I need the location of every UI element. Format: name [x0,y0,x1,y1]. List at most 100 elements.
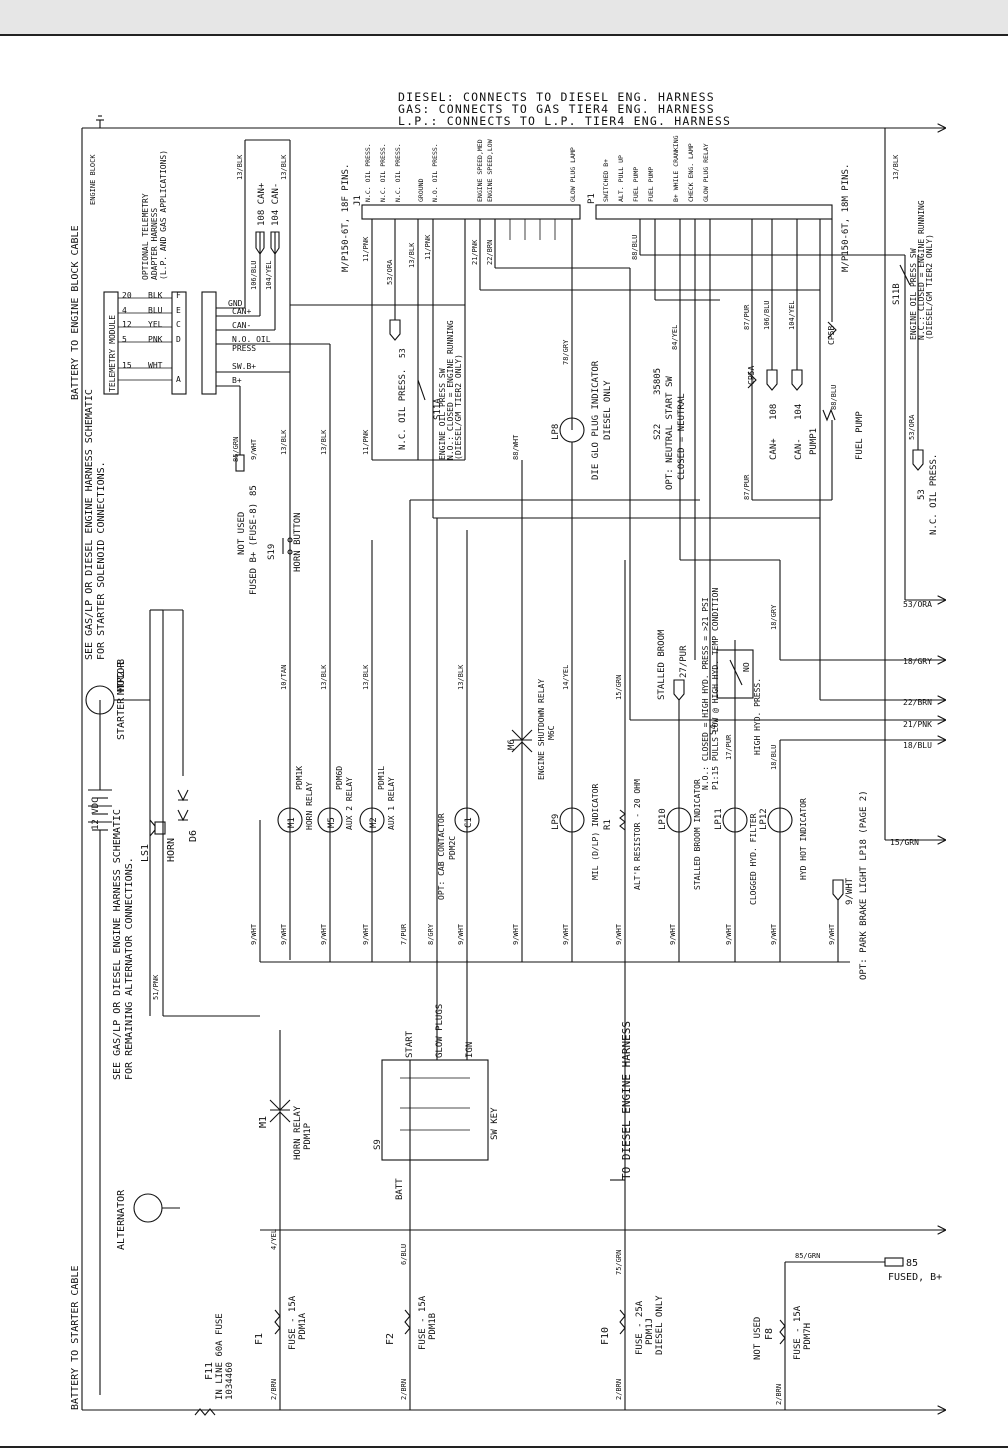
m1-low-pdm: PDM1P [303,1122,313,1150]
s4-note2: P1:15 PULLS LOW @ HIGH HYD. TEMP CONDITI… [711,588,720,790]
starter-motor-id: MTR2-B [116,659,127,695]
s4-no: NO [742,662,751,672]
s11b-l3: (DIESEL/GM TIER2 ONLY) [925,234,934,340]
wire-10tan: 10/TAN [280,665,288,690]
j1-title: M/P150-6T, 18F PINS. [341,164,351,272]
starter-motor: MTR2-B STARTER MOTOR [85,609,163,1016]
s9-start: START [405,1030,415,1058]
f10-pdm: PDM1J [645,1318,655,1345]
wire-2brn-4: 2/BRN [775,1384,783,1405]
lp8-id: LP8 [551,424,561,440]
telemetry-note-1: OPTIONAL TELEMETRY [141,193,150,280]
connector-p1: P1 M/P150-6T, 18M PINS. SWITCHED B+ ALT.… [587,135,945,760]
stalled-l1: STALLED BROOM [657,629,667,700]
wire-53ora-b: 53/ORA [908,414,916,440]
fuse-f8: NOT USED F8 FUSE - 15A PDM7H 2/BRN 85/GR… [753,1252,942,1410]
wire-11pnk-a: 11/PNK [362,236,370,262]
tm-right-swb: SW.B+ [232,362,256,371]
cp-can-plus: CAN+ [769,438,779,460]
j1-pin-15: GLOW PLUG LAMP [569,147,577,202]
wire-104yel-1: 104/YEL [265,260,273,290]
out-18gry: 18/GRY [903,657,932,666]
s9-ign: IGN [465,1042,475,1058]
wire-84yel: 84/YEL [671,325,679,350]
wire-9wht-t: 9/WHT [250,438,258,460]
park-brake-opt: 9/WHT OPT: PARK BRAKE LIGHT LP18 (PAGE 2… [828,790,869,980]
wire-11pnk-b: 11/PNK [424,234,432,260]
d6-label: D6 [188,830,199,842]
not-used-85: 85/GRN 9/WHT NOT USED FUSED B+ (FUSE-8) … [232,437,259,595]
s11b-l2: N.C.: CLOSED = ENGINE RUNNING [917,200,926,340]
notused85-pin: 85 [249,485,259,496]
wire-13blk-top: 13/BLK [236,154,244,180]
fuse-f1: F1 FUSE - 15A PDM1A 2/BRN 4/YEL M1 HORN … [254,1030,313,1410]
fused-85-pin: 85 [906,1258,918,1269]
cp-can-minus: CAN- [794,438,804,460]
wire-13blk-b: 13/BLK [408,242,416,268]
f8-pdm: PDM7H [803,1323,813,1350]
wire-4yel: 4/YEL [270,1229,278,1250]
lp12-id: LP12 [759,808,769,830]
r1-l1: ALT'R RESISTOR - 20 OHM [633,779,642,890]
starter-note-2: FOR STARTER SOLENOID CONNECTIONS. [96,461,107,660]
lp10-id: LP10 [658,808,668,830]
tm-pin-4: 5 [122,335,127,344]
tm-letter-1: F [176,291,181,300]
m6-shutdown-relay: M6 ENGINE SHUTDOWN RELAY M6C 14/YEL 9/WH… [507,665,570,945]
header-line-lp: L.P.: CONNECTS TO L.P. TIER4 ENG. HARNES… [398,114,732,128]
fused-85-label: FUSED, B+ [888,1272,942,1283]
wire-88blu: 88/BLU [631,235,639,260]
s11b-53: 53 [917,489,927,500]
m6-l1: ENGINE SHUTDOWN RELAY [537,679,546,780]
s11b-l1: ENGINE OIL PRESS SW [909,248,918,340]
wire-6blu: 6/BLU [400,1244,408,1265]
tm-pin-1: 20 [122,291,132,300]
wire-18gry: 18/GRY [770,604,778,630]
f2-id: F2 [385,1333,396,1345]
relay-row: M1 HORN RELAY PDM1K M5 AUX 2 RELAY PDM6D… [250,518,480,962]
relay-m5: M5 AUX 2 RELAY PDM6D [317,766,354,833]
horn-ls1: LS1 HORN D6 51/PNK [140,609,260,1017]
tm-pin-2: 4 [122,306,127,315]
s11a-l3: (DIESEL/GM TIER2 ONLY) [454,354,463,460]
f10-label: FUSE - 25A [635,1300,645,1355]
engine-block-tag: ENGINE BLOCK [89,154,97,205]
relay-m2-id: M2 [369,817,379,828]
wire-9wht-h: 9/WHT [615,923,623,945]
wire-7pur: 7/PUR [400,923,408,945]
battery-label: 12 VDC [91,797,101,830]
wire-106blu-1: 106/BLU [250,260,258,290]
alternator-label: ALTERNATOR [116,1189,127,1250]
s11a-53: 53 [398,348,407,358]
lp9-l1: MIL (D/LP) INDICATOR [591,783,600,880]
connector-j1: M/P150-6T, 18F PINS. J1 N.C. OIL PRESS. … [341,139,581,518]
lp11-s4: LP11 CLOGGED HYD. FILTER 9/WHT 17/PUR S4… [701,588,762,962]
starter-cable-label: BATTERY TO STARTER CABLE [70,1266,81,1411]
telemetry-module: TELEMETRY MODULE OPTIONAL TELEMETRY ADAP… [103,140,330,455]
park-9wht: 9/WHT [845,877,855,905]
telemetry-note-3: (L.P. AND GAS APPLICATIONS) [159,150,168,280]
ls1-label: LS1 [140,844,151,862]
tm-letter-5: A [176,375,181,384]
out-22brn: 22/BRN [903,698,932,707]
f11-id: F11 [204,1362,215,1380]
header-line-gas: GAS: CONNECTS TO GAS TIER4 ENG. HARNESS [398,102,715,116]
relay-m1-l2: PDM1K [295,766,304,790]
p1-id: P1 [587,193,597,204]
tm-letter-4: D [176,335,181,344]
s11a-oil-press-switch: 53 N.C. OIL PRESS. S11A ENGINE OIL PRESS… [280,319,463,460]
wire-22brn-a: 22/BRN [486,240,494,265]
wire-9wht-a: 9/WHT [250,923,258,945]
lp8-diesel: DIESEL ONLY [603,380,613,440]
tm-pin-3: 12 [122,320,132,329]
f2-label: FUSE - 15A [418,1295,428,1350]
tm-right-press: PRESS [232,344,256,353]
wire-9wht-l: 9/WHT [828,923,836,945]
wire-13blk-d: 13/BLK [320,429,328,455]
s11a-nc: N.C. OIL PRESS. [398,369,408,450]
wire-13blk-g: 13/BLK [362,664,370,690]
lp12-hyd-hot: LP12 HYD HOT INDICATOR 9/WHT 18/BLU 18/G… [759,604,808,962]
s22-l1: OPT: NEUTRAL START SW [665,376,675,490]
j1-pin-8: ENGINE SPEED,MED [476,139,484,202]
j1-id: J1 [353,195,363,206]
